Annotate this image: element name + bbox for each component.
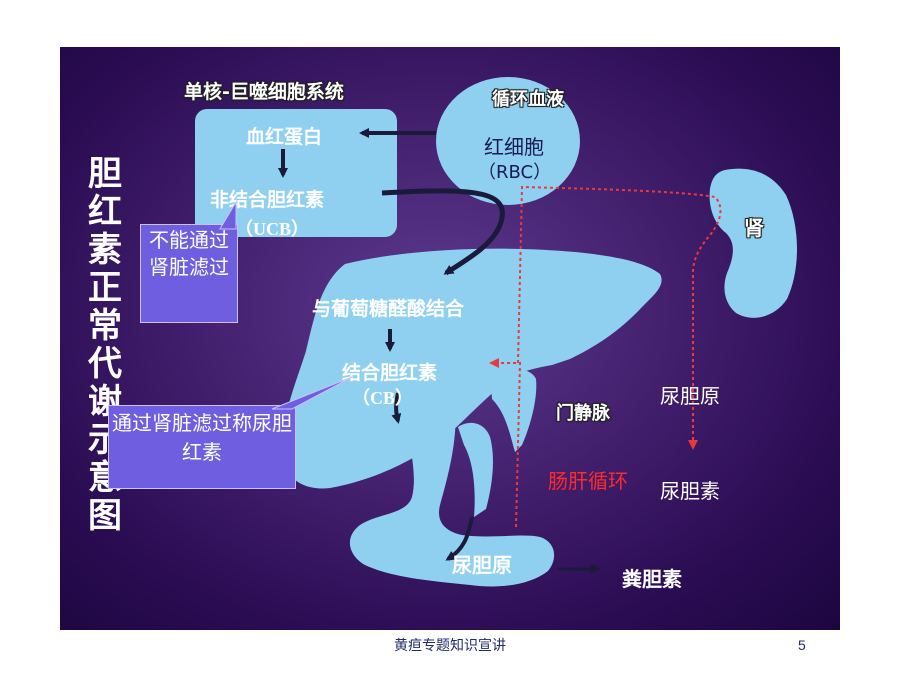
cb-abbr: （CB）	[352, 388, 414, 408]
urobilinogen-gut-label: 尿胆原	[452, 553, 512, 577]
callout-pointers	[219, 200, 353, 410]
dotted-kidney-path	[517, 185, 722, 450]
intestine-shape	[349, 380, 555, 587]
dotted-enterohepatic-path	[489, 358, 522, 528]
arrow-intestine-to-urobilinogen	[445, 516, 474, 561]
rbc-label: 红细胞	[484, 135, 544, 159]
circulation-ellipse	[436, 77, 580, 205]
ucb-label: 非结合胆红素	[210, 189, 325, 211]
ucb-callout: 不能通过肾脏滤过	[140, 224, 238, 323]
cb-callout: 通过肾脏滤过称尿胆红素	[108, 405, 296, 489]
urobilinogen-right-label: 尿胆原	[660, 384, 720, 408]
intestine-tube	[458, 422, 493, 517]
footer-title: 黄疸专题知识宣讲	[394, 638, 506, 654]
cb-callout-pointer	[271, 376, 353, 410]
hemoglobin-label: 血红蛋白	[246, 126, 323, 148]
liver-shape	[281, 248, 662, 489]
ucb-abbr: （UCB）	[235, 219, 310, 239]
mononuclear-box	[195, 109, 397, 237]
glucuronide-label: 与葡萄糖醛酸结合	[312, 298, 465, 320]
slide: 胆红素正常代谢示意图 单核-巨噬细胞系统 循环血液 红细胞 （RBC） 血红蛋白…	[60, 47, 840, 630]
rbc-abbr: （RBC）	[478, 162, 552, 183]
urobilin-label: 尿胆素	[660, 479, 720, 503]
cb-label: 结合胆红素	[342, 362, 438, 384]
diagram-graphics	[195, 77, 798, 587]
kidney-label: 肾	[744, 216, 764, 240]
enterohepatic-label: 肠肝循环	[548, 469, 628, 493]
arrow-cb-to-intestine	[391, 392, 402, 424]
kidney-shape	[709, 168, 798, 318]
ucb-callout-pointer	[219, 200, 237, 230]
stercobilin-label: 粪胆素	[622, 567, 682, 591]
circulation-label: 循环血液	[492, 89, 564, 110]
portal-vein-label: 门静脉	[556, 403, 610, 424]
arrow-ucb-to-liver	[381, 188, 505, 276]
portal-vein-shape	[490, 369, 537, 452]
mononuclear-label: 单核-巨噬细胞系统	[184, 81, 344, 103]
page-number: 5	[798, 637, 806, 653]
